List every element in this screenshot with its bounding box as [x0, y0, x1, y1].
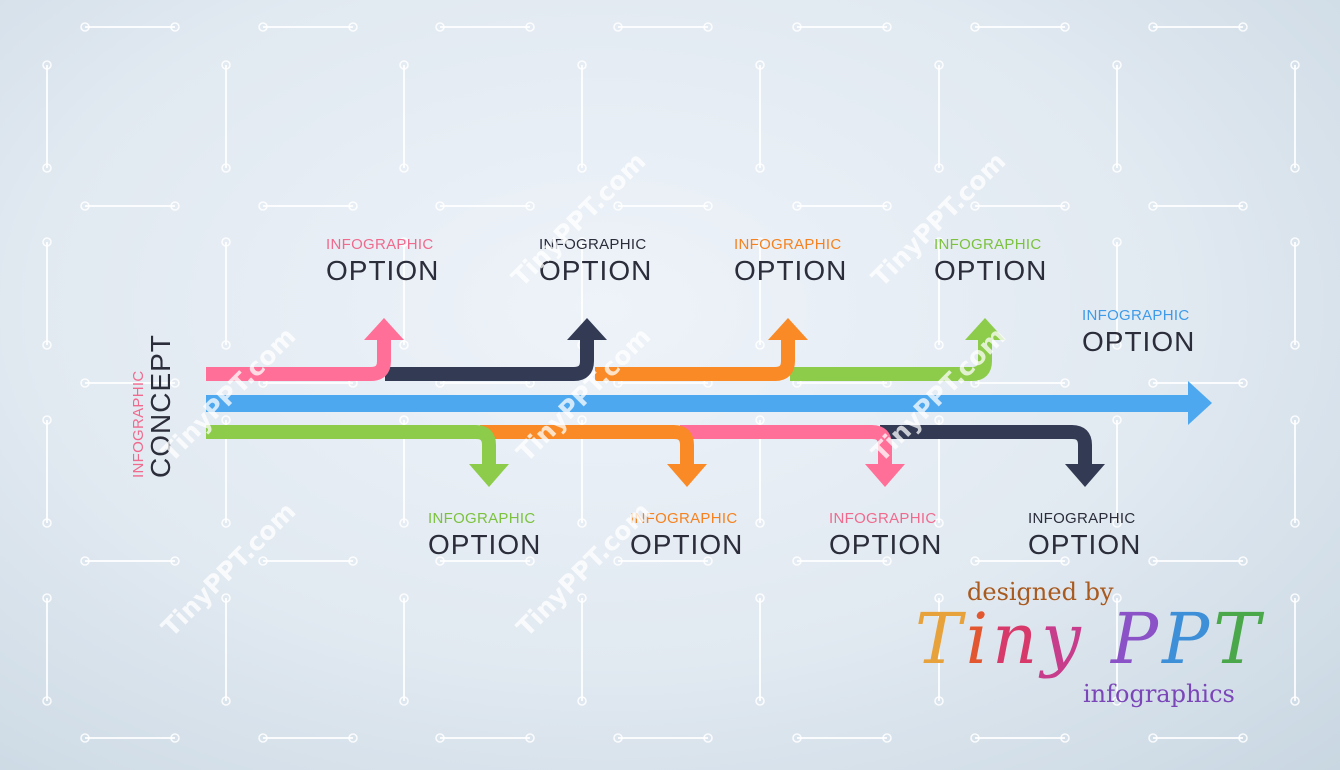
top-arrow-navy: [385, 318, 607, 381]
bottom-option-4-small: INFOGRAPHIC: [1028, 510, 1136, 527]
bottom-arrow-navy: [880, 425, 1105, 487]
bottom-arrow-pink: [680, 425, 905, 487]
top-option-3: INFOGRAPHIC OPTION: [734, 236, 847, 287]
top-option-2-big: OPTION: [539, 255, 653, 286]
bottom-arrow-green: [206, 425, 509, 487]
bottom-option-2: INFOGRAPHIC OPTION: [630, 510, 743, 561]
bottom-option-4: INFOGRAPHIC OPTION: [1028, 510, 1141, 561]
top-arrow-green: [790, 318, 1005, 381]
main-option-small: INFOGRAPHIC: [1082, 307, 1190, 324]
brand-logo: designed by Tiny PPT infographics: [915, 578, 1315, 728]
bottom-option-3: INFOGRAPHIC OPTION: [829, 510, 942, 561]
brand-designed-by: designed by: [967, 578, 1114, 606]
top-option-2: INFOGRAPHIC OPTION: [539, 236, 652, 287]
top-option-1: INFOGRAPHIC OPTION: [326, 236, 439, 287]
bottom-option-2-big: OPTION: [630, 529, 744, 560]
top-option-4: INFOGRAPHIC OPTION: [934, 236, 1047, 287]
bottom-option-3-small: INFOGRAPHIC: [829, 510, 937, 527]
bottom-option-1-big: OPTION: [428, 529, 542, 560]
bottom-option-2-small: INFOGRAPHIC: [630, 510, 738, 527]
brand-name: Tiny PPT: [915, 598, 1264, 680]
main-option-big: OPTION: [1082, 326, 1196, 357]
top-option-1-big: OPTION: [326, 255, 440, 286]
bottom-arrow-orange: [480, 425, 707, 487]
top-option-4-big: OPTION: [934, 255, 1048, 286]
main-arrow-blue: [206, 381, 1212, 425]
top-option-3-small: INFOGRAPHIC: [734, 236, 842, 253]
top-option-3-big: OPTION: [734, 255, 848, 286]
top-option-1-small: INFOGRAPHIC: [326, 236, 434, 253]
top-arrow-pink: [206, 318, 404, 381]
top-arrow-orange: [595, 318, 808, 381]
top-option-4-small: INFOGRAPHIC: [934, 236, 1042, 253]
bottom-option-4-big: OPTION: [1028, 529, 1142, 560]
top-option-2-small: INFOGRAPHIC: [539, 236, 647, 253]
bottom-option-1-small: INFOGRAPHIC: [428, 510, 536, 527]
main-option: INFOGRAPHIC OPTION: [1082, 307, 1195, 358]
bottom-option-3-big: OPTION: [829, 529, 943, 560]
bottom-option-1: INFOGRAPHIC OPTION: [428, 510, 541, 561]
brand-sub: infographics: [1083, 680, 1235, 708]
